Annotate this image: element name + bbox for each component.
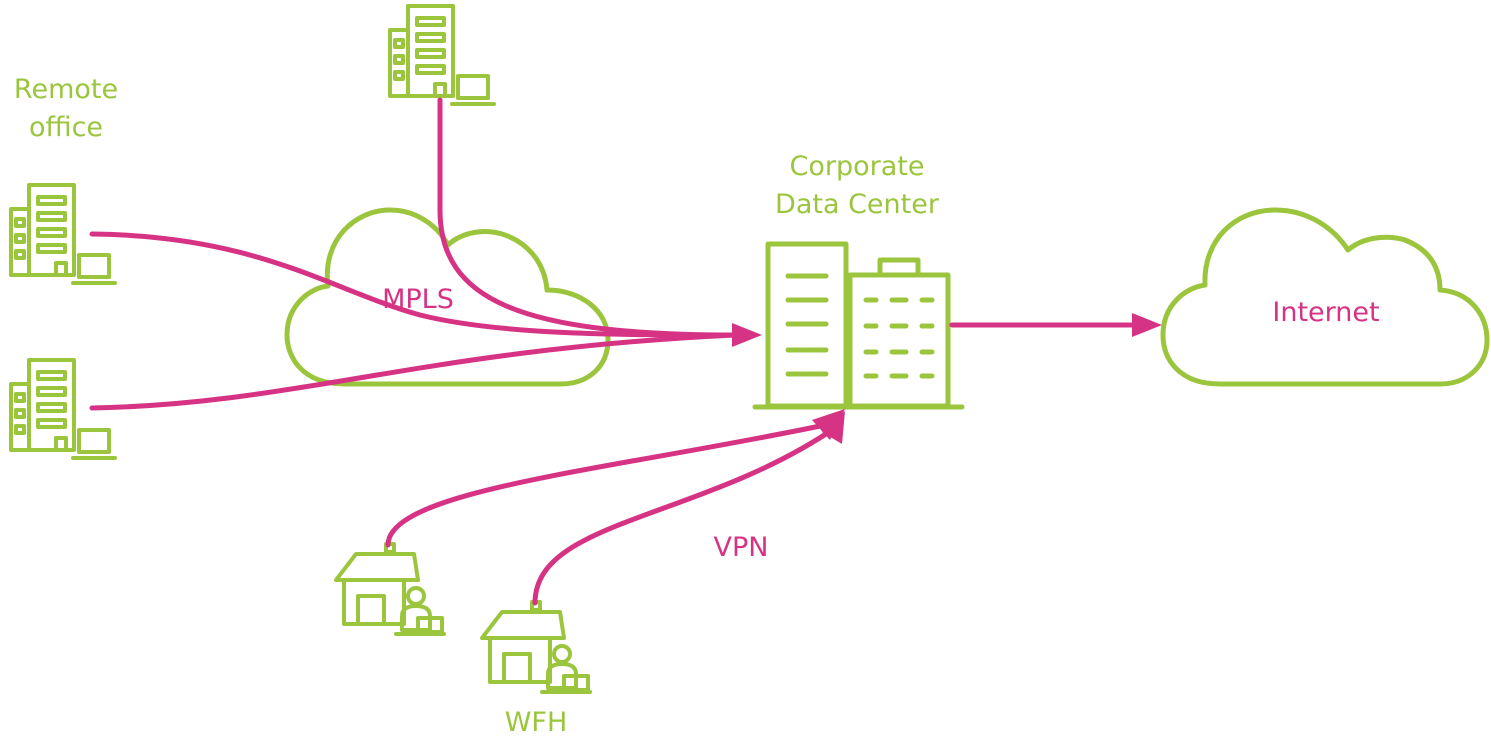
- label-wfh: WFH: [505, 707, 568, 738]
- home-worker-icon: [334, 542, 446, 636]
- arrow-head-icon: [822, 411, 845, 444]
- arrow-head-icon: [1132, 313, 1162, 337]
- office-building-laptop-icon: [388, 4, 496, 106]
- arrow-head-icon: [812, 409, 845, 440]
- arrow-head-icon: [732, 323, 762, 347]
- label-data-center-line2: Data Center: [775, 189, 940, 220]
- label-internet: Internet: [1272, 297, 1379, 328]
- vpn-link-home-2: [532, 425, 838, 606]
- mpls-cloud: [284, 207, 611, 387]
- data-center-icon: [752, 241, 965, 410]
- internet-cloud: [1160, 207, 1490, 387]
- vpn-link-home-1: [385, 422, 828, 548]
- label-remote-office-line2: office: [29, 112, 103, 143]
- label-remote-office-line1: Remote: [14, 74, 118, 105]
- label-data-center-line1: Corporate: [790, 151, 925, 182]
- mpls-link-remote-office-1: [89, 231, 738, 338]
- label-vpn: VPN: [714, 532, 769, 563]
- mpls-link-remote-office-2: [89, 332, 738, 411]
- home-worker-icon: [480, 600, 592, 694]
- label-mpls: MPLS: [382, 284, 454, 315]
